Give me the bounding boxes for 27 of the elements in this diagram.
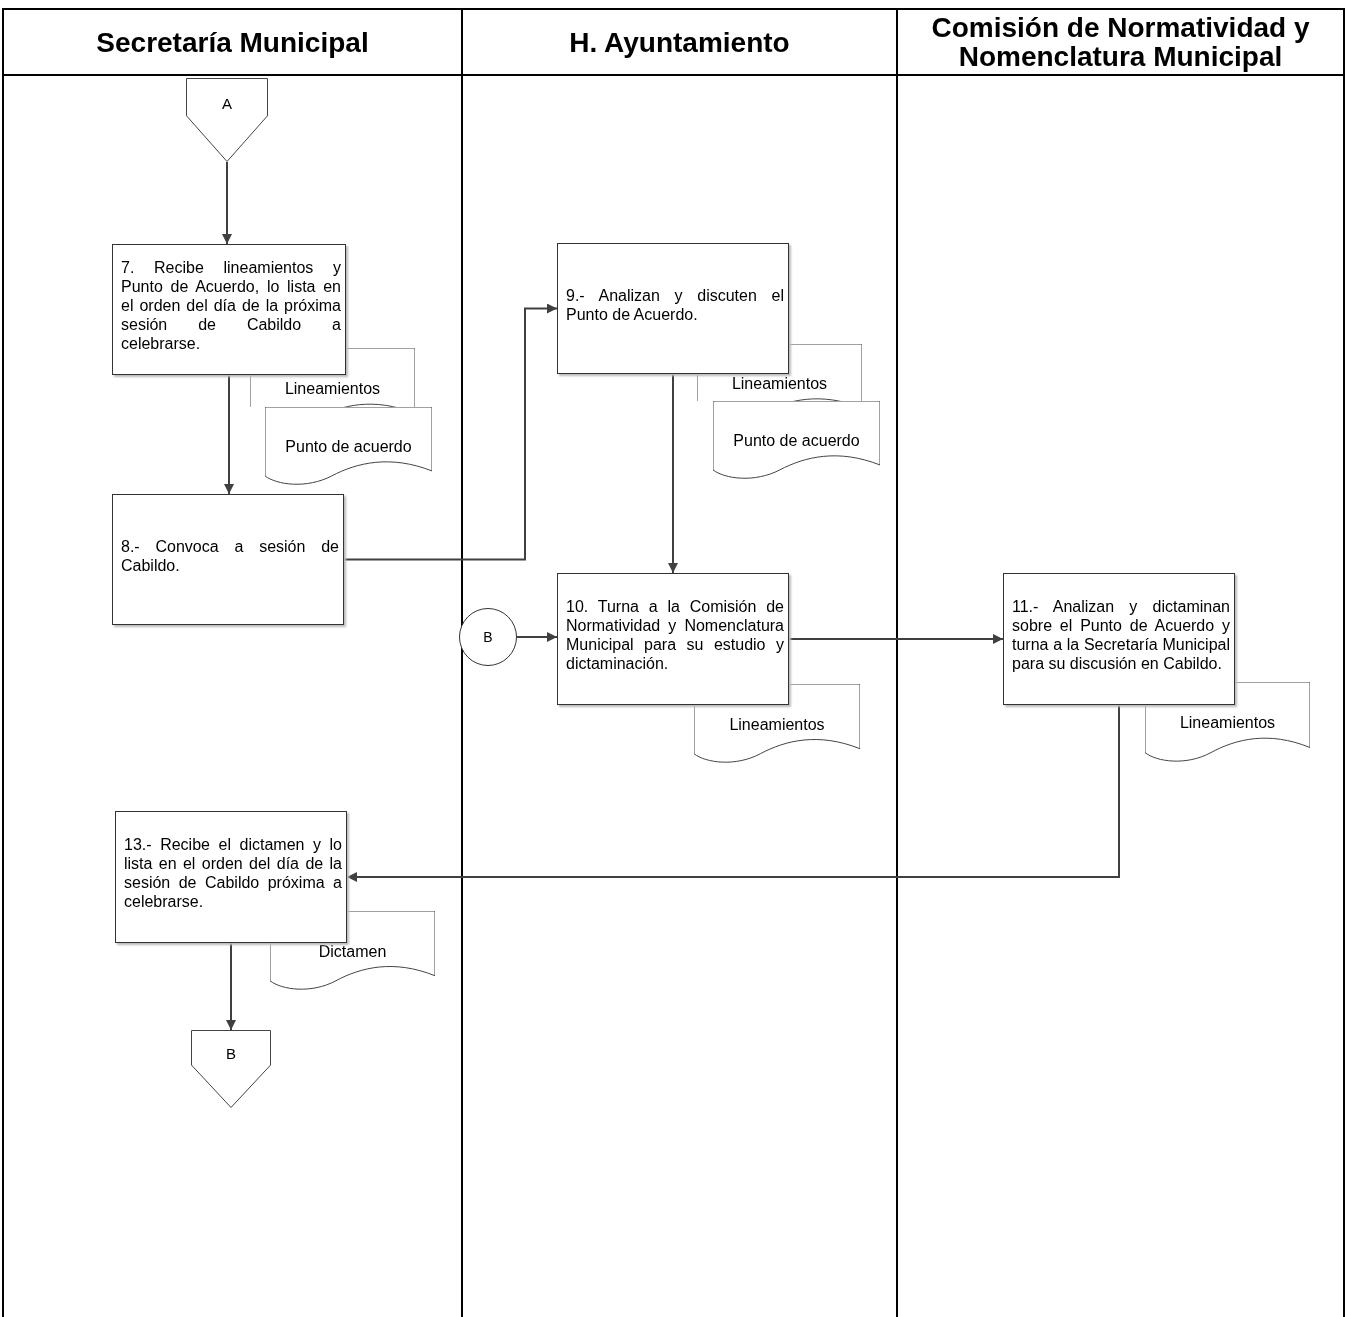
off-page-connector — [186, 78, 268, 162]
swimlane — [2, 8, 461, 1317]
off-page-connector — [191, 1030, 271, 1108]
arrow — [224, 374, 234, 495]
document-label: Lineamientos — [1178, 714, 1277, 732]
swimlane — [896, 8, 1345, 1317]
connector-label: B — [225, 1045, 237, 1063]
connector-label: B — [483, 629, 493, 645]
document-label: Lineamientos — [728, 715, 826, 734]
arrow — [346, 704, 1120, 882]
connector-label: A — [221, 95, 233, 113]
arrow — [788, 634, 1004, 644]
lane-header: Secretaría Municipal — [4, 10, 461, 76]
swimlane — [461, 8, 896, 1317]
document-label: Punto de acuerdo — [732, 432, 861, 450]
document-label: Dictamen — [317, 942, 388, 961]
arrow — [343, 303, 558, 561]
arrow — [516, 632, 558, 642]
process-box: 8.- Convoca a sesión de Cabildo. — [112, 494, 344, 625]
lane-header: H. Ayuntamiento — [463, 10, 896, 76]
arrow — [222, 161, 232, 245]
document-label: Lineamientos — [283, 380, 382, 398]
arrow — [668, 373, 678, 574]
document-label: Punto de acuerdo — [284, 438, 413, 456]
arrow — [226, 942, 236, 1031]
document-label: Lineamientos — [730, 375, 829, 393]
lane-header: Comisión de Normatividad y Nomenclatura Municipal — [898, 10, 1343, 76]
